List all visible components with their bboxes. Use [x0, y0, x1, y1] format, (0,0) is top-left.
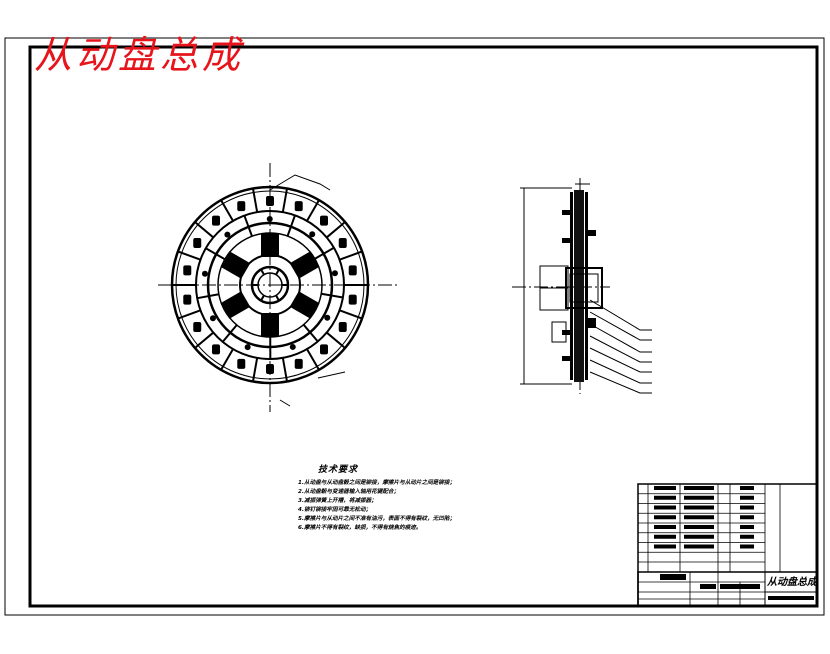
- drawing-title: 从动盘总成: [34, 33, 245, 77]
- requirement-item: 3.减振弹簧上开槽，将减振器；: [298, 498, 377, 504]
- technical-requirements-heading: 技术要求: [318, 465, 359, 475]
- parts-list: [637, 483, 818, 607]
- outer-frame: [4, 37, 825, 616]
- section-view: [512, 178, 652, 394]
- requirement-item: 6.摩擦片不得有裂纹，缺损，不得有烧焦的痕迹。: [298, 525, 422, 531]
- inner-border: [28, 45, 819, 608]
- requirement-item: 1.从动盘与从动盘毂之间是铆接，摩擦片与从动片之间是铆接；: [298, 480, 456, 486]
- requirement-item: 2.从动盘毂与变速器输入轴用花键配合；: [298, 489, 400, 495]
- title-block: [637, 571, 818, 607]
- requirement-item: 5.摩擦片与从动片之间不准有油污，表面不得有裂纹，无凹陷；: [298, 516, 456, 522]
- front-view: [158, 163, 398, 412]
- requirement-item: 4.铆钉铆接牢固可靠无松动；: [298, 507, 372, 513]
- title-block-name: 从动盘总成: [767, 577, 817, 588]
